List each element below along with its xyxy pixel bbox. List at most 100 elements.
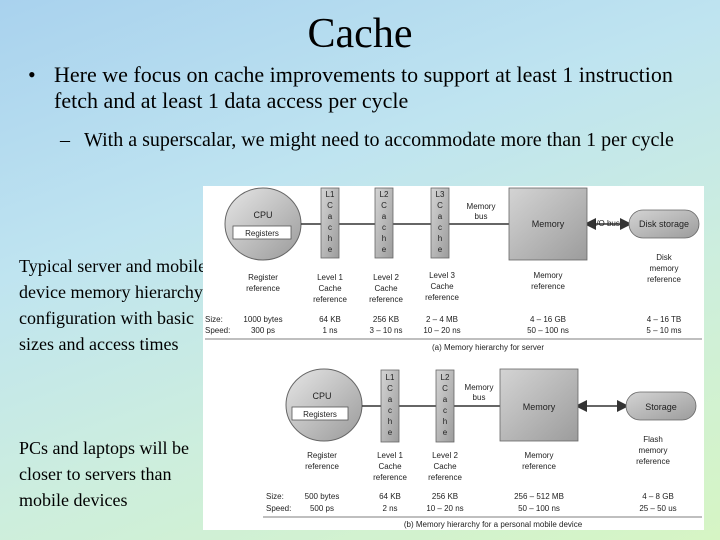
server-l2-cache bbox=[374, 187, 394, 259]
server-l3-letter: C bbox=[437, 201, 443, 210]
mobile-memory-ref: Memory bbox=[525, 451, 554, 460]
server-size-value: 2 – 4 MB bbox=[426, 315, 458, 324]
server-caption: (a) Memory hierarchy for server bbox=[432, 343, 544, 352]
server-l3-ref: Level 3 bbox=[429, 271, 455, 280]
mobile-register-ref: reference bbox=[305, 462, 339, 471]
server-memory-bus-label: bus bbox=[475, 212, 488, 221]
server-l1-ref: Cache bbox=[318, 284, 342, 293]
server-disk-label: Disk storage bbox=[639, 219, 689, 229]
mobile-memory-box bbox=[499, 368, 579, 442]
mobile-flash-ref: reference bbox=[636, 457, 670, 466]
server-l2-letter: L2 bbox=[380, 190, 389, 199]
server-size-label: Size: bbox=[205, 315, 223, 324]
server-l1-ref: reference bbox=[313, 295, 347, 304]
side-note-pcs: PCs and laptops will be closer to server… bbox=[19, 438, 189, 510]
sub-bullet-mark: – bbox=[60, 129, 70, 151]
mobile-storage-label: Storage bbox=[645, 402, 677, 412]
mobile-l2-ref: reference bbox=[428, 473, 462, 482]
server-l1-letter: a bbox=[328, 212, 333, 221]
mobile-l1-cache bbox=[380, 369, 400, 443]
bullet-sub: – With a superscalar, we might need to a… bbox=[60, 128, 710, 153]
server-speed-value: 300 ps bbox=[251, 326, 275, 335]
mobile-l2-letter: e bbox=[443, 428, 448, 437]
mobile-caption: (b) Memory hierarchy for a personal mobi… bbox=[404, 520, 583, 529]
mobile-size-value: 64 KB bbox=[379, 492, 401, 501]
mobile-l1-letter: a bbox=[388, 395, 393, 404]
mobile-speed-value: 50 – 100 ns bbox=[518, 504, 560, 513]
mobile-size-value: 256 KB bbox=[432, 492, 458, 501]
server-memory-ref: reference bbox=[531, 282, 565, 291]
server-memory-bus-label: Memory bbox=[467, 202, 496, 211]
server-l2-letter: a bbox=[382, 212, 387, 221]
mobile-l1-letter: e bbox=[388, 428, 393, 437]
memory-hierarchy-figure: CPU Registers L1 C a c h e L2 bbox=[203, 186, 704, 530]
server-l1-letter: e bbox=[328, 245, 333, 254]
mobile-memory-ref: reference bbox=[522, 462, 556, 471]
server-l3-ref: reference bbox=[425, 293, 459, 302]
mobile-speed-value: 10 – 20 ns bbox=[426, 504, 463, 513]
server-disk-ref: memory bbox=[650, 264, 679, 273]
server-l3-ref: Cache bbox=[430, 282, 454, 291]
mobile-storage-box bbox=[625, 391, 697, 421]
mobile-cpu-label: CPU bbox=[312, 391, 331, 401]
mobile-l1-ref: Level 1 bbox=[377, 451, 403, 460]
server-speed-label: Speed: bbox=[205, 326, 230, 335]
server-registers-box bbox=[232, 225, 292, 240]
server-speed-value: 3 – 10 ns bbox=[370, 326, 403, 335]
server-l1-ref: Level 1 bbox=[317, 273, 343, 282]
server-hierarchy: CPU Registers L1 C a c h e L2 bbox=[205, 187, 702, 352]
mobile-hierarchy: CPU Registers L1 C a c h e L2 C a bbox=[263, 368, 702, 529]
mobile-l2-letter: a bbox=[443, 395, 448, 404]
mobile-l1-ref: Cache bbox=[378, 462, 402, 471]
server-size-value: 4 – 16 GB bbox=[530, 315, 566, 324]
server-cpu-label: CPU bbox=[253, 210, 272, 220]
server-l3-letter: a bbox=[438, 212, 443, 221]
mobile-l1-ref: reference bbox=[373, 473, 407, 482]
server-l2-letter: C bbox=[381, 201, 387, 210]
server-size-value: 64 KB bbox=[319, 315, 341, 324]
mobile-speed-value: 2 ns bbox=[382, 504, 397, 513]
server-l2-letter: h bbox=[382, 234, 386, 243]
server-l2-letter: c bbox=[382, 223, 386, 232]
side-note-hierarchy: Typical server and mobile device memory … bbox=[19, 256, 207, 354]
server-register-ref: reference bbox=[246, 284, 280, 293]
mobile-size-label: Size: bbox=[266, 492, 284, 501]
mobile-speed-value: 500 ps bbox=[310, 504, 334, 513]
mobile-l2-letter: c bbox=[443, 406, 447, 415]
mobile-l2-letter: L2 bbox=[441, 373, 450, 382]
server-cpu-circle bbox=[224, 187, 302, 261]
server-disk-storage bbox=[628, 209, 700, 239]
mobile-speed-value: 25 – 50 us bbox=[639, 504, 676, 513]
mobile-l1-letter: c bbox=[388, 406, 392, 415]
mobile-l2-letter: h bbox=[443, 417, 447, 426]
server-size-value: 1000 bytes bbox=[243, 315, 282, 324]
bullet-mark: • bbox=[28, 62, 36, 87]
server-l2-letter: e bbox=[382, 245, 387, 254]
server-memory-box bbox=[508, 187, 588, 261]
server-l3-letter: h bbox=[438, 234, 442, 243]
mobile-flash-ref: memory bbox=[639, 446, 668, 455]
mobile-flash-ref: Flash bbox=[643, 435, 663, 444]
server-l3-letter: c bbox=[438, 223, 442, 232]
server-l3-cache bbox=[430, 187, 450, 259]
bullet-sub-text: With a superscalar, we might need to acc… bbox=[84, 129, 674, 151]
mobile-l2-ref: Cache bbox=[433, 462, 457, 471]
server-memory-ref: Memory bbox=[534, 271, 563, 280]
server-memory-label: Memory bbox=[532, 219, 565, 229]
server-size-value: 256 KB bbox=[373, 315, 399, 324]
server-l1-cache bbox=[320, 187, 340, 259]
mobile-register-ref: Register bbox=[307, 451, 337, 460]
mobile-size-value: 256 – 512 MB bbox=[514, 492, 564, 501]
bullet-main-text: Here we focus on cache improvements to s… bbox=[54, 62, 673, 113]
server-disk-ref: reference bbox=[647, 275, 681, 284]
mobile-speed-label: Speed: bbox=[266, 504, 291, 513]
server-register-ref: Register bbox=[248, 273, 278, 282]
server-size-value: 4 – 16 TB bbox=[647, 315, 682, 324]
server-l2-ref: Cache bbox=[374, 284, 398, 293]
mobile-cpu-circle bbox=[285, 368, 363, 442]
mobile-size-value: 4 – 8 GB bbox=[642, 492, 674, 501]
server-disk-ref: Disk bbox=[656, 253, 673, 262]
server-io-bus-label: I/O bus bbox=[594, 219, 620, 228]
mobile-l2-letter: C bbox=[442, 384, 448, 393]
mobile-l1-letter: C bbox=[387, 384, 393, 393]
